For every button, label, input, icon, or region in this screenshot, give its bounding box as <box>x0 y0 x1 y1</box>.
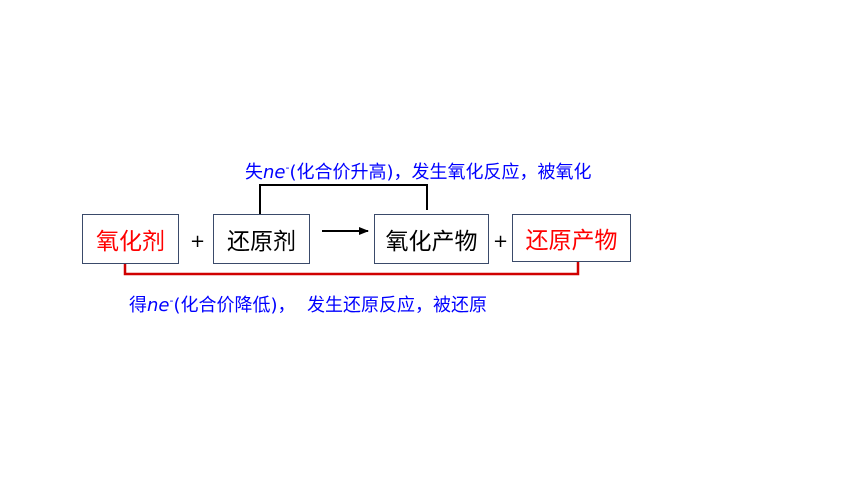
gain-rest: (化合价降低)， 发生还原反应，被还原 <box>173 295 487 316</box>
oxidation-product-label: 氧化产物 <box>385 229 478 255</box>
reduction-product-box: 还原产物 <box>512 214 631 262</box>
gain-n: n <box>147 295 159 316</box>
plus-sign-1: + <box>190 231 206 252</box>
oxidation-product-box: 氧化产物 <box>374 214 489 264</box>
electron-gain-bracket <box>123 261 580 276</box>
reduction-product-label: 还原产物 <box>525 228 618 254</box>
oxidant-box: 氧化剂 <box>82 214 179 264</box>
loss-prefix: 失 <box>245 162 263 183</box>
gain-prefix: 得 <box>129 295 147 316</box>
electron-loss-bracket <box>259 184 428 214</box>
plus-sign-2: + <box>493 231 509 252</box>
gain-e: e <box>158 295 170 316</box>
gain-superscript: - <box>169 294 174 307</box>
reductant-box: 还原剂 <box>213 214 310 264</box>
loss-n: n <box>263 162 275 183</box>
loss-rest: (化合价升高)，发生氧化反应，被氧化 <box>289 162 592 183</box>
electron-loss-label: 失ne-(化合价升高)，发生氧化反应，被氧化 <box>245 162 592 182</box>
loss-superscript: - <box>285 161 290 174</box>
reductant-label: 还原剂 <box>227 229 296 255</box>
electron-gain-label: 得ne-(化合价降低)， 发生还原反应，被还原 <box>129 295 487 315</box>
oxidant-label: 氧化剂 <box>96 229 165 255</box>
loss-e: e <box>274 162 286 183</box>
